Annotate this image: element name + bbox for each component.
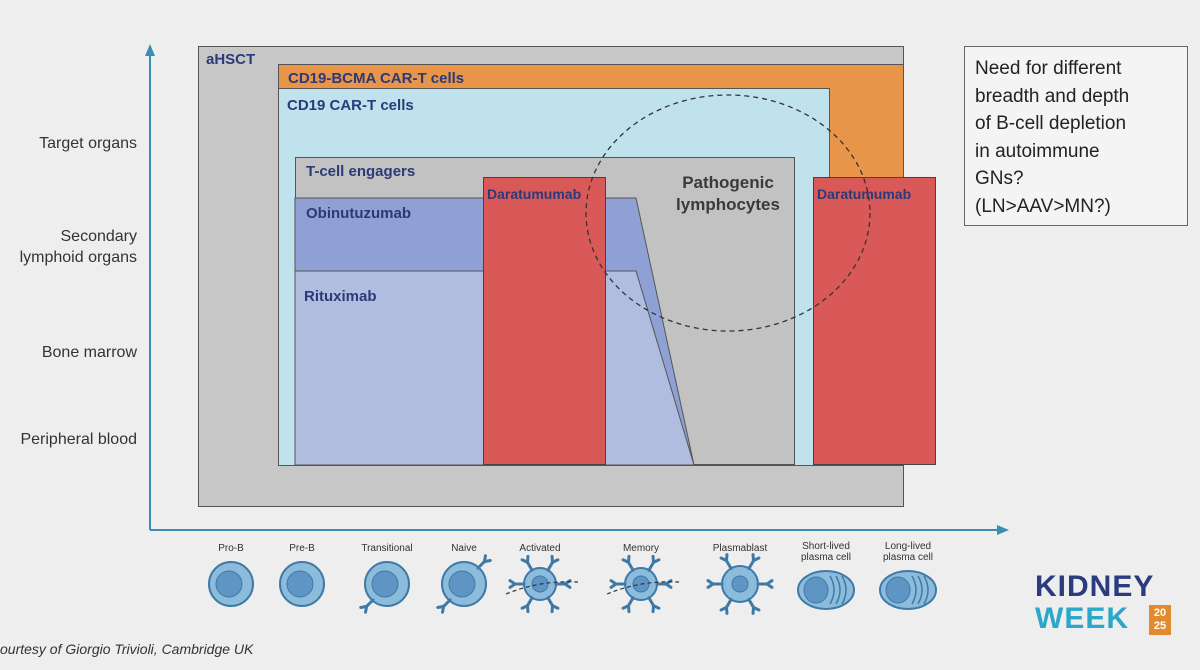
cell-stage-label: Memory [601, 543, 681, 554]
cell-stage-label: Pro-B [191, 543, 271, 554]
bcr-receptor-icon [359, 604, 369, 609]
logo-year-top: 20 [1153, 607, 1167, 619]
ylabel-bone-marrow: Bone marrow [41, 344, 137, 361]
bcr-receptor-icon [621, 604, 630, 610]
er-line-icon [841, 575, 847, 605]
daratumumab-box-1: Daratumumab [483, 177, 606, 465]
callout-box: Need for different breadth and depth of … [964, 46, 1188, 226]
pathogenic-lymphocytes-label: Pathogenic lymphocytes [658, 172, 798, 216]
bcr-receptor-icon [664, 582, 673, 589]
logo-kidney: KIDNEY [1035, 570, 1155, 603]
callout-line4: in autoimmune [975, 140, 1100, 162]
cell-stage-label-line1: Activated [519, 543, 561, 554]
credit-text: ourtesy of Giorgio Trivioli, Cambridge U… [0, 641, 254, 657]
bcr-receptor-icon [520, 604, 529, 610]
er-line-icon [835, 575, 841, 605]
logo-year-badge: 20 25 [1149, 605, 1171, 635]
ylabel-peripheral-blood: Peripheral blood [20, 431, 137, 448]
cell-stage-label-line1: Naive [451, 543, 477, 554]
y-axis-arrow [145, 44, 155, 56]
logo-year-bottom: 25 [1153, 620, 1167, 632]
er-line-icon [917, 575, 923, 605]
daratumumab-box-2: Daratumumab [813, 177, 936, 465]
er-line-icon [923, 575, 929, 605]
bcr-receptor-icon [563, 582, 572, 589]
cell-stage-label: Activated [500, 543, 580, 554]
bcr-receptor-icon [719, 605, 728, 612]
cell-stage-label-line1: Pro-B [218, 543, 244, 554]
cell-stage-label-line1: Long-lived [884, 541, 932, 552]
daratumumab-label-2: Daratumumab [817, 186, 912, 202]
cell-stage-label-line2: plasma cell [800, 552, 852, 563]
x-axis-arrow [997, 525, 1009, 535]
cell-stage-label: Plasmablast [700, 543, 780, 554]
callout-line5: GNs? [975, 168, 1024, 189]
bcr-receptor-icon [508, 579, 517, 586]
er-line-icon [829, 575, 835, 605]
cd19-label: CD19 CAR-T cells [287, 97, 414, 114]
pathogenic-line2: lymphocytes [676, 195, 780, 214]
bcr-receptor-icon [706, 579, 715, 586]
cell-nucleus-icon [731, 575, 749, 593]
bcr-receptor-icon [482, 559, 492, 564]
bcr-receptor-icon [765, 582, 774, 589]
logo-week: WEEK [1035, 602, 1129, 635]
callout-line3: of B-cell depletion [975, 113, 1127, 134]
cell-nucleus-icon [803, 576, 829, 604]
bcr-receptor-icon [551, 558, 560, 564]
callout-line6: (LN>AAV>MN?) [975, 195, 1111, 217]
ahsct-label: aHSCT [206, 51, 256, 68]
cell-stage-label-line1: Memory [622, 543, 660, 554]
cell-stage-label: Naive [424, 543, 504, 554]
cell-nucleus-icon [286, 570, 314, 598]
pathogenic-line1: Pathogenic [682, 173, 774, 192]
cell-nucleus-icon [215, 570, 243, 598]
cell-stage-label: Transitional [347, 543, 427, 554]
cell-stage-label-line1: Transitional [361, 543, 413, 554]
dashed-path-icon [606, 581, 680, 595]
obinutuzumab-label: Obinutuzumab [306, 205, 411, 222]
cell-nucleus-icon [885, 576, 911, 604]
ylabel-secondary-lymphoid-organs: Secondary lymphoid organs [20, 226, 137, 268]
bcr-receptor-icon [652, 558, 661, 564]
cd19-bcma-label: CD19-BCMA CAR-T cells [288, 70, 465, 87]
cell-nucleus-icon [371, 570, 399, 598]
ylabel-secondary-line2: lymphoid organs [19, 249, 137, 266]
pathogenic-ellipse [585, 94, 871, 332]
er-line-icon [911, 575, 917, 605]
cell-stage-label-line1: Short-lived [802, 541, 850, 552]
bcr-receptor-icon [752, 556, 761, 563]
daratumumab-label-1: Daratumumab [487, 186, 582, 202]
callout-line1: Need for different [975, 58, 1122, 79]
bcr-receptor-icon [436, 604, 446, 609]
ylabel-target-organs: Target organs [39, 135, 137, 152]
rituximab-label: Rituximab [304, 288, 377, 305]
tcell-engagers-label: T-cell engagers [306, 163, 416, 180]
callout-line2: breadth and depth [975, 85, 1130, 107]
cell-stage-label: Pre-B [262, 543, 342, 554]
ylabel-secondary-line1: Secondary [60, 228, 138, 245]
cell-stage-label-line1: Pre-B [289, 543, 315, 554]
cell-stage-label-line1: Plasmablast [712, 543, 768, 554]
cell-nucleus-icon [448, 570, 476, 598]
bcr-receptor-icon [609, 579, 618, 586]
cell-stage-label-line2: plasma cell [882, 552, 934, 563]
dashed-path-icon [505, 581, 579, 595]
